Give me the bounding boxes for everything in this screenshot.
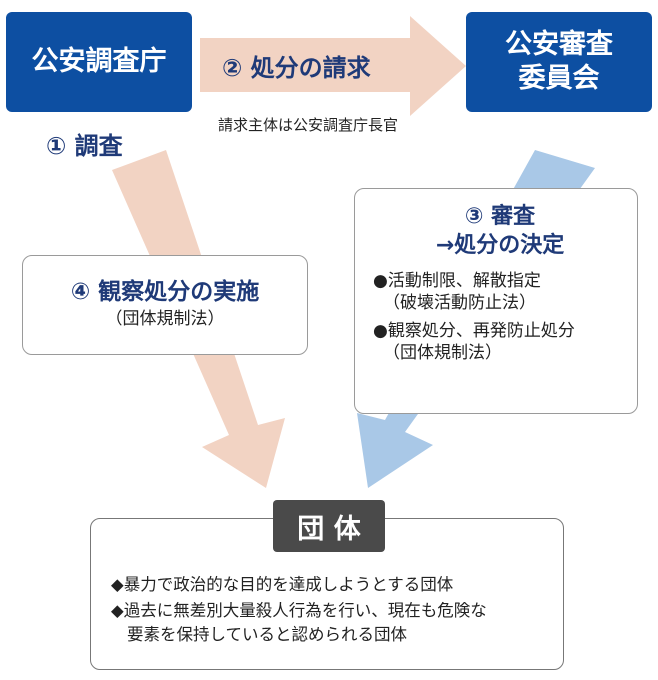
- organization-criterion-2-line1: ◆過去に無差別大量殺人行為を行い、現在も危険な: [111, 600, 487, 620]
- step1-label: ① 調査: [46, 132, 123, 160]
- step4-title: ④ 観察処分の実施: [70, 279, 260, 306]
- commission-box: 公安審査 委員会: [466, 12, 652, 112]
- commission-label-line2: 委員会: [518, 63, 600, 94]
- step4-law: （団体規制法）: [105, 309, 225, 330]
- step3-item-label: ●観察処分、再発防止処分: [373, 321, 575, 342]
- step3-item-label: ●活動制限、解散指定: [373, 271, 541, 292]
- step3-title-line1: ③ 審査: [464, 204, 536, 229]
- step3-card: ③ 審査 →処分の決定 ●活動制限、解散指定 （破壊活動防止法） ●観察処分、再…: [354, 188, 638, 414]
- organization-card: ◆暴力で政治的な目的を達成しようとする団体 ◆過去に無差別大量殺人行為を行い、現…: [90, 518, 564, 670]
- step3-item-law: （破壊活動防止法）: [383, 293, 536, 314]
- organization-label-box: 団 体: [273, 500, 385, 552]
- organization-criterion-2-line2: 要素を保持していると認められる団体: [127, 624, 408, 644]
- step4-card: ④ 観察処分の実施 （団体規制法）: [22, 255, 308, 355]
- commission-label-line1: 公安審査: [505, 29, 613, 61]
- step3-item-law: （団体規制法）: [383, 343, 502, 364]
- request-note: 請求主体は公安調査庁長官: [218, 116, 399, 134]
- organization-criterion-1: ◆暴力で政治的な目的を達成しようとする団体: [111, 575, 454, 594]
- organization-label: 団 体: [297, 513, 361, 545]
- psia-label: 公安調査庁: [31, 46, 167, 78]
- step3-item: ●活動制限、解散指定 （破壊活動防止法）: [373, 270, 627, 314]
- step2-label: ② 処分の請求: [222, 54, 371, 82]
- step3-item-list: ●活動制限、解散指定 （破壊活動防止法） ●観察処分、再発防止処分 （団体規制法…: [373, 270, 627, 364]
- step3-item: ●観察処分、再発防止処分 （団体規制法）: [373, 320, 627, 364]
- psia-box: 公安調査庁: [6, 12, 192, 112]
- arrow-request: [200, 16, 466, 116]
- step3-title-line2: →処分の決定: [435, 232, 565, 258]
